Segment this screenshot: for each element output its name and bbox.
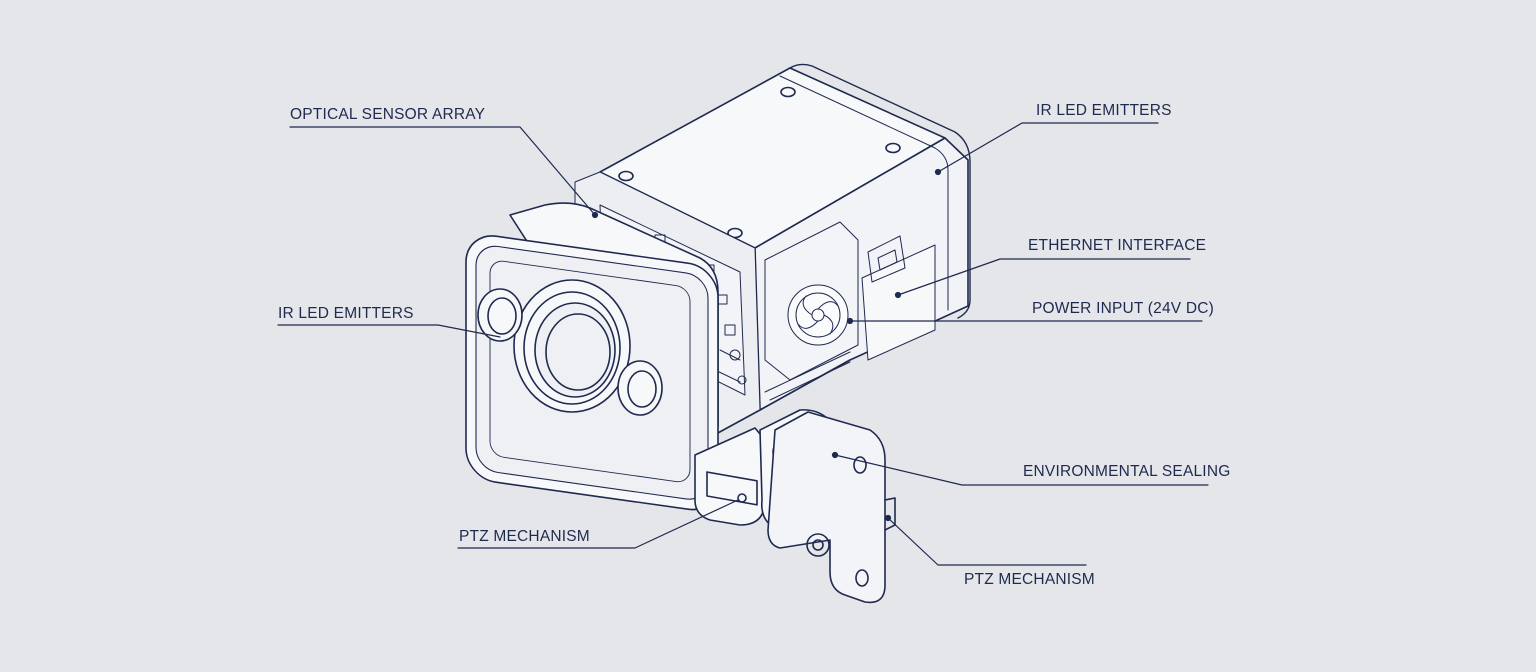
front-bezel — [465, 202, 719, 511]
label-ptz-mechanism-left: PTZ MECHANISM — [459, 528, 590, 545]
top-screw-hole — [618, 170, 634, 182]
label-ir-led-emitters-right: IR LED EMITTERS — [1036, 102, 1172, 119]
leader-ir-led-emitters-right — [937, 122, 1159, 173]
cooling-fan — [787, 284, 849, 346]
label-ir-led-emitters-left: IR LED EMITTERS — [278, 305, 414, 322]
top-screw-hole — [780, 86, 796, 98]
top-screw-hole — [885, 142, 901, 154]
chip — [724, 324, 736, 336]
ir-led-left — [477, 288, 523, 342]
label-environmental-sealing: ENVIRONMENTAL SEALING — [1023, 463, 1231, 480]
leader-ptz-mechanism-left — [457, 499, 739, 549]
label-optical-sensor-array: OPTICAL SENSOR ARRAY — [290, 106, 486, 123]
ethernet-port-housing — [861, 244, 936, 361]
ir-led-right — [617, 360, 663, 416]
leader-ir-led-emitters-left — [277, 324, 501, 338]
top-screw-hole — [727, 227, 743, 239]
leader-optical-sensor-array — [289, 126, 596, 216]
leader-ethernet-interface — [897, 258, 1191, 296]
label-ptz-mechanism-right: PTZ MECHANISM — [964, 571, 1095, 588]
tilt-slot — [706, 471, 758, 506]
label-ethernet-interface: ETHERNET INTERFACE — [1028, 237, 1207, 254]
leader-environmental-sealing — [834, 454, 1209, 486]
leader-lines — [277, 122, 1209, 566]
leader-ptz-mechanism-right — [887, 517, 1087, 566]
label-power-input: POWER INPUT (24V DC) — [1032, 300, 1214, 317]
camera-lens — [513, 279, 631, 413]
ethernet-jack — [867, 235, 906, 283]
